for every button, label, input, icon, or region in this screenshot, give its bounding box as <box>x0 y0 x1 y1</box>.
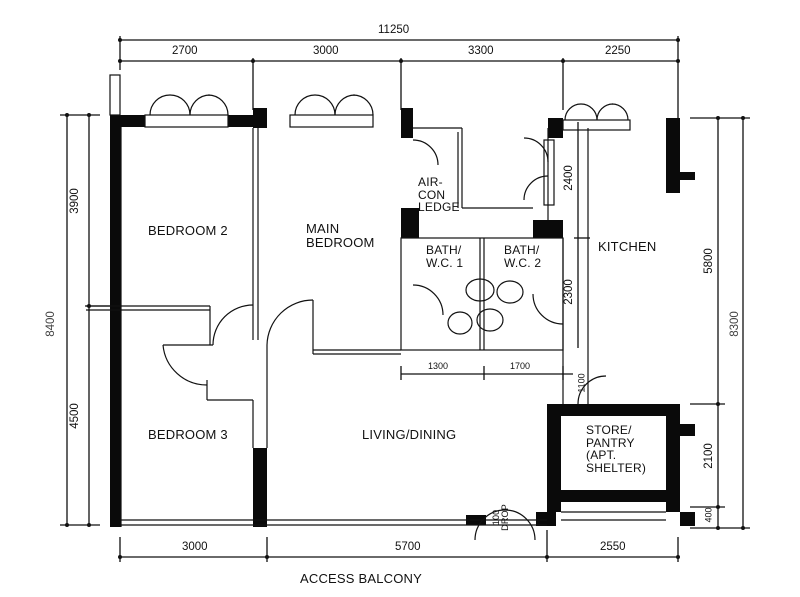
room-bath-wc-2: BATH/ W.C. 2 <box>504 244 541 269</box>
bath2-line2: W.C. 2 <box>504 255 542 270</box>
store-line3: (APT. <box>586 448 617 463</box>
drop-line2: DROP <box>500 504 511 531</box>
walls <box>110 108 695 527</box>
dim-store-door: 1100 <box>576 373 587 393</box>
room-main-bedroom: MAIN BEDROOM <box>306 222 375 249</box>
room-store-pantry: STORE/ PANTRY (APT. SHELTER) <box>586 424 646 474</box>
main-bedroom-line2: BEDROOM <box>306 234 375 250</box>
dim-left-1: 3900 <box>68 188 81 214</box>
dim-left-total: 8400 <box>44 311 57 337</box>
dim-bottom-1: 3000 <box>182 541 208 553</box>
interior-lines <box>86 74 666 541</box>
store-line1: STORE/ <box>586 423 632 437</box>
bath1-line1: BATH/ <box>426 243 462 257</box>
dim-bottom-3: 2550 <box>600 541 626 553</box>
dim-bath-1: 1300 <box>428 361 449 371</box>
aircon-line3: LEDGE <box>418 200 460 215</box>
dim-right-2: 2100 <box>702 443 715 469</box>
dimension-ticks <box>65 38 745 559</box>
main-bedroom-line1: MAIN <box>306 221 340 236</box>
access-balcony-label: ACCESS BALCONY <box>300 571 423 586</box>
dim-top-1: 2700 <box>172 45 198 57</box>
store-line4: SHELTER) <box>586 460 647 475</box>
dim-left-2: 4500 <box>68 403 81 429</box>
dim-right-1: 5800 <box>702 248 715 274</box>
dim-top-total: 11250 <box>378 24 410 36</box>
bath1-line2: W.C. 1 <box>426 255 464 270</box>
bath2-line1: BATH/ <box>504 243 540 257</box>
room-bedroom-3: BEDROOM 3 <box>148 427 228 442</box>
aircon-line1: AIR- <box>418 175 443 189</box>
dim-bath-2: 1700 <box>510 361 531 371</box>
dim-kitchen-2: 2300 <box>562 279 575 305</box>
dim-top-2: 3000 <box>313 45 339 57</box>
room-bedroom-2: BEDROOM 2 <box>148 223 228 238</box>
room-kitchen: KITCHEN <box>598 239 657 254</box>
dim-right-3: 400 <box>703 507 714 523</box>
dim-right-total: 8300 <box>728 311 741 337</box>
room-aircon-ledge: AIR- CON LEDGE <box>418 176 460 214</box>
dim-bottom-2: 5700 <box>395 541 421 553</box>
dim-top-3: 3300 <box>468 45 494 57</box>
drop-label: 100 DROP <box>491 504 511 531</box>
dim-kitchen-1: 2400 <box>562 165 575 191</box>
aircon-line2: CON <box>418 187 446 202</box>
room-living-dining: LIVING/DINING <box>362 427 457 442</box>
room-bath-wc-1: BATH/ W.C. 1 <box>426 244 463 269</box>
dim-top-4: 2250 <box>605 45 631 57</box>
store-line2: PANTRY <box>586 435 635 450</box>
